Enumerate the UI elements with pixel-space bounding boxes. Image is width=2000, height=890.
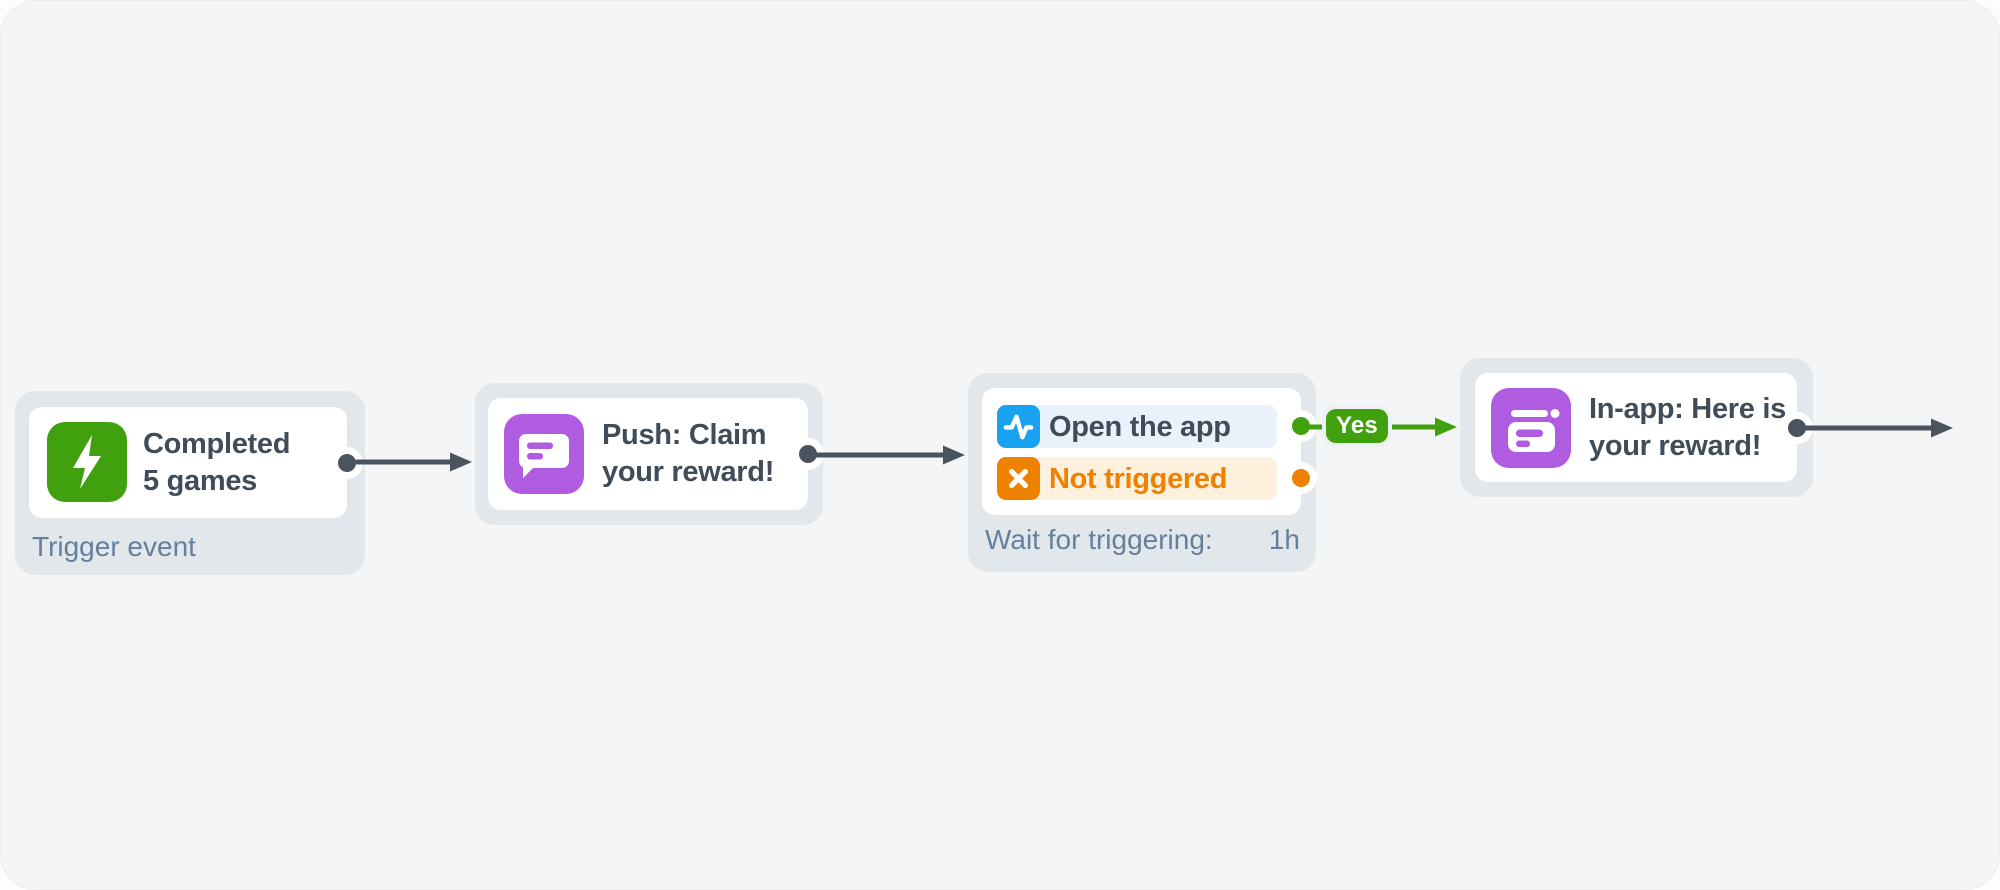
inapp-banner-icon: [1491, 388, 1571, 468]
x-mark-icon: [997, 457, 1040, 500]
condition-row-open-the-app[interactable]: Open the app: [997, 405, 1277, 448]
node-card: Push: Claim your reward!: [488, 398, 817, 510]
inapp-banner-icon: [1508, 409, 1560, 452]
wait-footer-value: 1h: [1268, 524, 1300, 555]
x-mark-icon: [1008, 468, 1029, 489]
output-port[interactable]: [1788, 418, 1806, 437]
lightning-icon: [47, 422, 127, 502]
node-title-line: Push: Claim: [602, 419, 767, 451]
condition-row-not-triggered[interactable]: Not triggered: [997, 457, 1277, 500]
node-wait-for-trigger[interactable]: Open the app Not triggered Wait for trig…: [968, 373, 1316, 572]
wait-footer-label: Wait for triggering:: [985, 524, 1213, 555]
wait-footer: Wait for triggering: 1h: [985, 515, 1300, 565]
node-title-line: In-app: Here is: [1589, 392, 1786, 425]
node-title-line: Completed: [143, 427, 291, 460]
node-title-line: your reward!: [602, 456, 775, 488]
output-port[interactable]: [799, 445, 817, 463]
node-card: Completed 5 games: [29, 407, 356, 518]
condition-row-label: Open the app: [1049, 411, 1231, 443]
condition-row-label: Not triggered: [1049, 463, 1228, 495]
node-card: In-app: Here is your reward!: [1475, 373, 1806, 482]
node-card: Open the app Not triggered: [982, 388, 1310, 515]
node-title-line: your reward!: [1589, 429, 1762, 462]
node-footer-label: Trigger event: [32, 531, 196, 562]
node-title-line: 5 games: [143, 464, 257, 497]
activity-pulse-icon: [1003, 414, 1034, 440]
output-port-not-triggered[interactable]: [1292, 469, 1310, 487]
node-title: Push: Claim your reward!: [602, 417, 774, 491]
edge-label-yes: Yes: [1326, 409, 1388, 443]
node-inapp-message[interactable]: In-app: Here is your reward!: [1460, 358, 1813, 497]
lightning-icon: [73, 435, 101, 489]
chat-bubble-icon: [519, 434, 569, 478]
node-trigger-event[interactable]: Completed 5 games Trigger event: [15, 391, 365, 575]
output-port-yes[interactable]: [1292, 417, 1310, 435]
node-title: Completed 5 games: [143, 426, 290, 500]
node-push-message[interactable]: Push: Claim your reward!: [475, 383, 823, 525]
node-title: In-app: Here is your reward!: [1589, 391, 1786, 465]
chat-bubble-icon: [504, 414, 584, 494]
output-port[interactable]: [338, 453, 356, 472]
activity-pulse-icon: [997, 405, 1040, 448]
